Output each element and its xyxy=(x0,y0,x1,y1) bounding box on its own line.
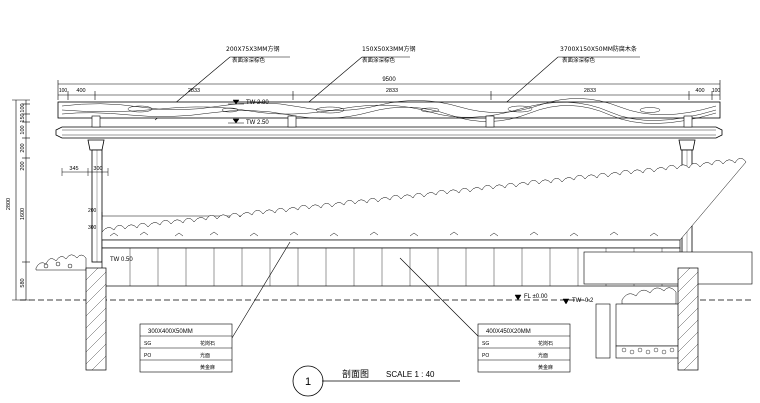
level-marks-ground xyxy=(514,294,570,305)
table-right-r1-code: SG xyxy=(482,341,489,347)
table-left-r3: 黄金麻 xyxy=(200,364,215,371)
table-right-r2-val: 光面 xyxy=(538,352,548,359)
drawing-title xyxy=(292,365,460,397)
dim-col-offset: 345 xyxy=(69,166,78,172)
title-name: 剖面图 xyxy=(342,368,369,380)
dim-seg-6: 400 xyxy=(695,88,704,94)
dim-overall: 9500 xyxy=(382,77,396,83)
table-left-r1-val: 花岗石 xyxy=(200,340,215,347)
level-marks-beam xyxy=(228,99,244,124)
dim-seg-3: 2833 xyxy=(188,88,200,94)
left-footing-hatch xyxy=(85,267,107,371)
callout-timber-spec: 3700X150X50MM防腐木条 xyxy=(560,45,637,53)
title-number: 1 xyxy=(305,376,311,388)
dim-seg-1: 100 xyxy=(59,88,68,94)
top-dimension-chain xyxy=(57,80,721,100)
dim-seg-2: 400 xyxy=(76,88,85,94)
left-dimension-values: 100 150 100 200 200 1600 580 2800 xyxy=(6,103,26,287)
right-bench xyxy=(583,251,753,359)
table-left-leader xyxy=(231,241,291,339)
dim-col-width: 300 xyxy=(93,166,102,172)
dim-left-5: 200 xyxy=(20,161,26,170)
right-footing xyxy=(677,267,699,371)
gravel-fill xyxy=(621,347,675,355)
callout-timber-note: 表面涂深棕色 xyxy=(562,56,596,64)
dim-left-7: 580 xyxy=(20,278,26,287)
dim-left-4: 200 xyxy=(20,143,26,152)
material-table-right xyxy=(477,323,571,373)
callout-secondary-beam-spec: 150X50X3MM方钢 xyxy=(362,45,415,53)
dim-left-1: 100 xyxy=(20,103,26,112)
title-scale: SCALE 1 : 40 xyxy=(386,370,435,379)
callout-secondary-beam-note: 表面涂深棕色 xyxy=(362,56,396,64)
material-table-left xyxy=(139,323,233,373)
table-right-r2-code: PO xyxy=(482,353,489,359)
table-left-r2-code: PO xyxy=(144,353,151,359)
timber-strip-layer xyxy=(57,98,721,124)
dim-left-6: 1600 xyxy=(20,208,26,220)
table-right-header: 400X450X20MM xyxy=(486,329,531,335)
table-left-r1-code: SG xyxy=(144,341,151,347)
dim-planter-h2: 300 xyxy=(88,225,97,231)
table-left-header: 300X400X50MM xyxy=(148,329,193,335)
table-right-leader xyxy=(399,257,479,337)
table-left-r2-val: 光面 xyxy=(200,352,210,359)
left-footing xyxy=(85,267,107,371)
table-right-r1-val: 花岗石 xyxy=(538,340,553,347)
dim-left-3: 100 xyxy=(20,125,26,134)
callout-main-beam-spec: 200X75X3MM方钢 xyxy=(226,45,279,53)
dim-planter-h1: 200 xyxy=(88,208,97,214)
right-footing-hatch xyxy=(677,267,699,371)
left-shrubs xyxy=(35,254,87,271)
level-tw-wall: TW 0.50 xyxy=(110,257,133,263)
dim-seg-5: 2833 xyxy=(584,88,596,94)
shrub-band xyxy=(101,158,747,241)
dim-seg-4: 2833 xyxy=(386,88,398,94)
level-tw-beam: TW 2.50 xyxy=(246,120,269,126)
left-dimension-chain xyxy=(12,99,30,301)
callout-main-beam-note: 表面涂深棕色 xyxy=(232,56,266,64)
planter-wall xyxy=(101,239,681,287)
left-column xyxy=(87,139,105,263)
beam-connectors xyxy=(91,115,693,128)
dim-left-2: 150 xyxy=(20,113,26,122)
table-right-r3: 黄金麻 xyxy=(538,364,553,371)
level-fl: FL ±0.00 xyxy=(524,294,548,300)
steel-beam xyxy=(55,126,723,139)
level-tw-top: TW 2.80 xyxy=(246,100,269,106)
dim-seg-7: 100 xyxy=(712,88,721,94)
level-tw-right: TW -0.2 xyxy=(572,298,594,304)
dim-left-overall: 2800 xyxy=(6,198,12,210)
